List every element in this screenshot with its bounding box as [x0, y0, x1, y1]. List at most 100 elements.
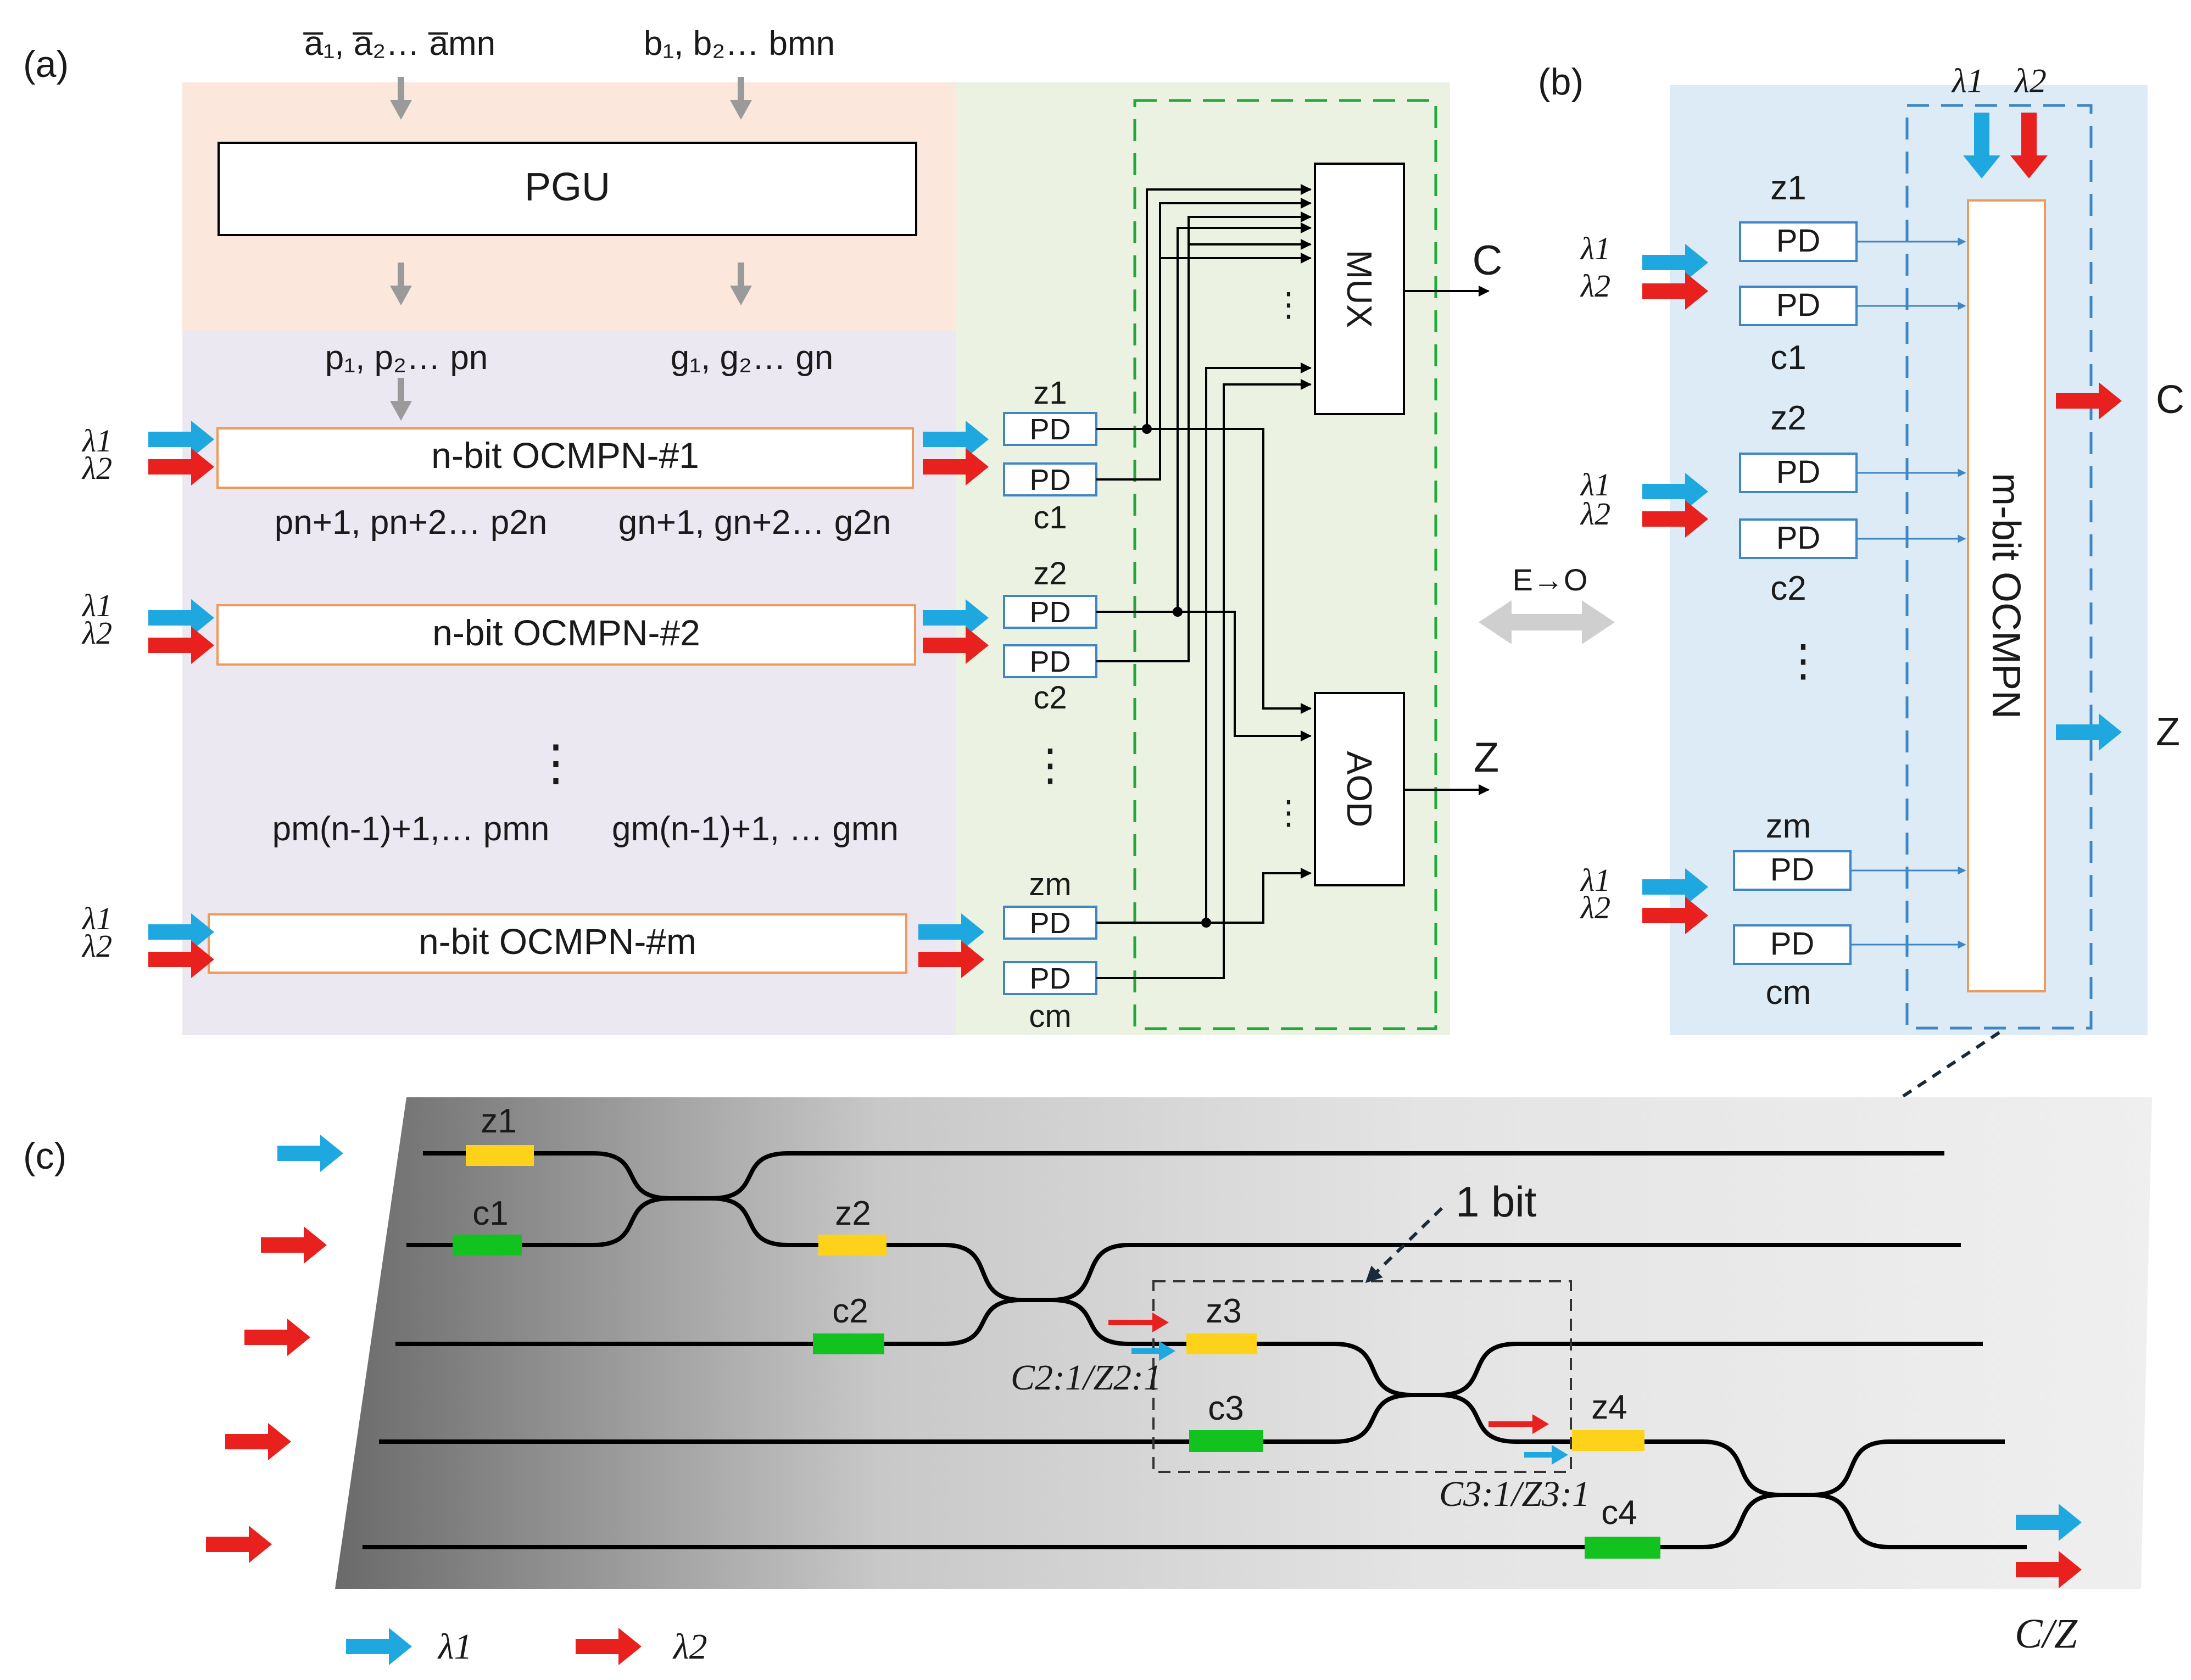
ocmpn-1-label: n-bit OCMPN-#1 [431, 435, 699, 476]
junction-dot [1173, 607, 1183, 617]
c3-heater [1189, 1430, 1263, 1452]
svg-text:λ2: λ2 [1580, 268, 1610, 304]
ocmpn-1-block [216, 427, 914, 489]
pd-block: PD [1739, 286, 1858, 326]
svg-text:λ1: λ1 [1580, 862, 1610, 898]
legend: λ1 λ2 [346, 1627, 707, 1667]
c-z1-label: z1 [481, 1102, 516, 1140]
p-row3: pm(n-1)+1,… pmn [272, 810, 550, 848]
e-to-o-conversion: E→O [1479, 562, 1615, 644]
b-dots: ⋮ [1781, 636, 1825, 685]
svg-text:PD: PD [1029, 962, 1071, 995]
b-c1-label: c1 [1770, 339, 1806, 377]
g-row2: gn+1, gn+2… g2n [618, 504, 891, 542]
panel-a: (a) a̅₁, a̅₂… a̅mn b₁, b₂… bmn PGU p₁, p… [23, 25, 1502, 1035]
ocmpn-2-label: n-bit OCMPN-#2 [432, 612, 700, 653]
pd-block: PD [1003, 961, 1097, 995]
pd-block: PD [1739, 453, 1858, 493]
c2-heater [813, 1333, 884, 1354]
wiring [1096, 184, 1312, 979]
pd-block: PD [1733, 850, 1852, 891]
top-lambda1: λ1 [1951, 63, 1984, 100]
dots-vertical: ⋮ [531, 736, 581, 791]
g-row3: gm(n-1)+1, … gmn [612, 810, 899, 848]
z2-label: z2 [1033, 556, 1067, 591]
chip-input-arrows [206, 1135, 343, 1563]
svg-text:PD: PD [1029, 645, 1071, 678]
ocmpn-dash-box [1905, 104, 2093, 1030]
svg-text:PD: PD [1029, 413, 1071, 446]
svg-text:λ1: λ1 [81, 588, 112, 623]
svg-text:PD: PD [1776, 454, 1821, 490]
svg-text:λ2: λ2 [81, 928, 112, 964]
mux-dots: ⋮ [1272, 286, 1305, 323]
pd-block: PD [1003, 906, 1097, 940]
svg-text:λ1: λ1 [1580, 231, 1610, 266]
legend-lambda1: λ1 [437, 1627, 472, 1667]
inputs-b-label: b₁, b₂… bmn [644, 25, 835, 63]
panel-b-label: (b) [1538, 61, 1584, 103]
panel-a-label: (a) [23, 43, 69, 85]
c-z2-label: z2 [835, 1195, 871, 1232]
junction-dot [1142, 424, 1152, 434]
ocmpn-m-label: n-bit OCMPN-#m [419, 921, 696, 962]
one-bit-box [1152, 1280, 1572, 1473]
output-logic-box [1133, 99, 1437, 1030]
aod-output-z: Z [1474, 734, 1499, 781]
c1-label: c1 [1033, 500, 1067, 535]
pgu-block [218, 142, 917, 236]
b-output-z: Z [2156, 710, 2180, 754]
b-z1-label: z1 [1770, 169, 1806, 207]
z1-label: z1 [1033, 375, 1067, 411]
aod-dots: ⋮ [1272, 794, 1305, 831]
c-c3-label: c3 [1208, 1389, 1244, 1427]
z4-heater [1572, 1430, 1644, 1451]
pd-block: PD [1003, 412, 1097, 446]
m-bit-ocmpn-label: m-bit OCMPN [1984, 473, 2028, 719]
pd-to-ocmpn-wires [1850, 237, 1966, 949]
b-output-c: C [2156, 378, 2184, 422]
c2-label: c2 [1033, 680, 1067, 716]
svg-text:PD: PD [1776, 520, 1821, 556]
c1-heater [453, 1235, 522, 1255]
carry-2-1-label: C2:1/Z2:1 [1011, 1358, 1162, 1398]
carry-3-1-label: C3:1/Z3:1 [1439, 1474, 1590, 1514]
e-to-o-label: E→O [1513, 562, 1588, 597]
mux-label: MUX [1340, 250, 1379, 328]
p-row2: pn+1, pn+2… p2n [275, 504, 547, 542]
b-cm-label: cm [1766, 974, 1811, 1012]
ocmpn-2-block [216, 604, 916, 666]
z3-heater [1186, 1333, 1257, 1354]
svg-text:PD: PD [1770, 852, 1815, 888]
svg-text:λ1: λ1 [81, 901, 112, 936]
pd-block: PD [1003, 462, 1097, 496]
pd-block: PD [1003, 644, 1097, 678]
carry-arrow-2 [1108, 1313, 1175, 1361]
svg-text:λ1: λ1 [1580, 467, 1610, 503]
panel-c-label: (c) [23, 1135, 66, 1177]
panel-c: (c) z1 c1 z2 c2 z3 c3 z4 c4 1 bit [23, 1097, 2152, 1667]
svg-text:λ1: λ1 [81, 423, 112, 459]
svg-text:λ2: λ2 [81, 450, 112, 486]
dots-pd: ⋮ [1028, 740, 1072, 789]
top-lambda2: λ2 [2014, 63, 2047, 100]
c-z4-label: z4 [1591, 1388, 1627, 1426]
pd-block: PD [1733, 924, 1852, 965]
zm-label: zm [1029, 867, 1071, 902]
lambda-inputs-a: λ1 λ2 λ1 λ2 λ1 λ2 [81, 421, 214, 978]
svg-text:λ2: λ2 [1580, 890, 1610, 925]
svg-text:PD: PD [1776, 287, 1821, 323]
svg-text:λ2: λ2 [81, 615, 112, 651]
g-row1: g₁, g₂… gn [671, 339, 834, 377]
pd-block: PD [1003, 595, 1097, 629]
double-arrow-icon [1479, 600, 1615, 644]
b-z2-label: z2 [1770, 399, 1806, 437]
carry-arrow-3 [1488, 1414, 1568, 1465]
svg-text:PD: PD [1029, 907, 1071, 940]
legend-lambda2: λ2 [672, 1627, 707, 1667]
c-z3-label: z3 [1206, 1292, 1241, 1330]
pgu-label: PGU [525, 165, 610, 209]
aod-block [1314, 692, 1405, 886]
p-row1: p₁, p₂… pn [325, 339, 488, 377]
